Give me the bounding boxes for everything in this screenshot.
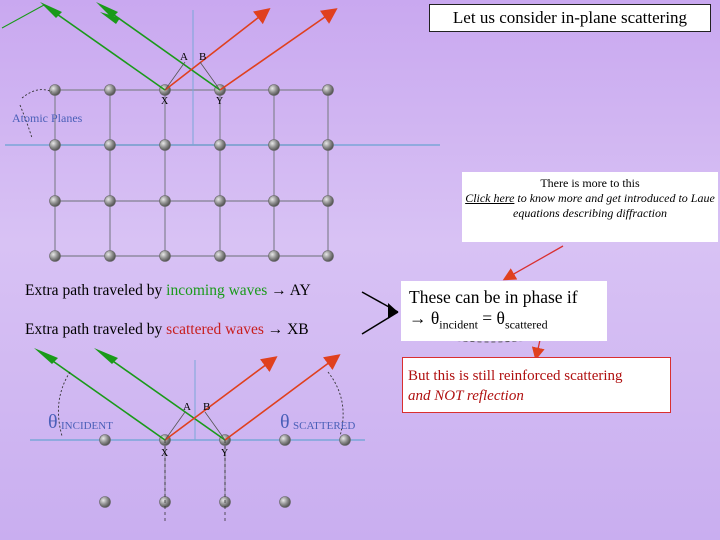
phase-sub-scattered: scattered [504,317,548,332]
incoming-arrowheads-bottom [34,348,118,364]
theta-incident-label: INCIDENT [61,420,113,432]
label-a-top: A [180,51,188,63]
label-b-top: B [199,51,206,63]
path1-prefix: Extra path traveled by [25,282,167,299]
label-x-top: X [161,96,169,107]
info-box: There is more to this Click here to know… [462,172,718,242]
atoms-bottom [99,434,351,508]
atomic-planes-arrow [21,89,53,99]
phase-line1: These can be in phase if [409,287,578,307]
info-line1: There is more to this [540,176,640,190]
angle-arc-scattered [327,371,344,437]
incoming-rays-bottom [39,351,226,441]
theta-incident-symbol: θ [48,411,58,433]
incoming-arrowheads-top [40,2,120,24]
label-a-bottom: A [183,401,191,413]
ellipse-to-note-arrow [531,339,545,361]
label-x-bottom: X [161,448,169,459]
note-line1: But this is still reinforced scattering [408,368,623,384]
phase-condition-box: These can be in phase if → θincident = θ… [401,281,607,341]
path1-suffix: → AY [267,282,311,299]
label-b-bottom: B [203,401,210,413]
label-y-top: Y [216,96,223,107]
reflection-note-box: But this is still reinforced scattering … [402,357,671,413]
label-y-bottom: Y [221,448,228,459]
path-line-scattered: Extra path traveled by scattered waves →… [25,321,309,339]
click-here-link[interactable]: Click here [465,191,515,205]
slide-title: Let us consider in-plane scattering [429,4,711,32]
phase-equals: = [477,308,497,328]
info-to-phase-arrow [502,245,564,281]
info-body: Click here to know more and get introduc… [462,191,718,221]
theta-scattered-label: SCATTERED [293,420,355,432]
phase-theta-1: θ [430,308,440,328]
path2-colored: scattered waves [166,321,264,338]
phase-theta-2: θ [496,308,505,328]
phase-line2: → θincident = θscattered [409,308,607,336]
atomic-planes-label: Atomic Planes [12,111,83,125]
scattered-rays-bottom [164,354,341,441]
incoming-rays-top [1,4,221,91]
phase-arrow: → [409,308,431,328]
atoms-top [49,84,334,262]
phase-sub-incident: incident [439,317,478,332]
theta-scattered-symbol: θ [280,411,290,433]
lattice-grid-top [54,89,329,257]
scattered-rays-top [164,8,338,91]
path2-suffix: → XB [263,321,309,338]
path1-colored: incoming waves [166,282,268,299]
path2-prefix: Extra path traveled by [25,321,167,338]
info-rest: to know more and get introduced to Laue … [513,191,715,220]
angle-arc-incident [57,371,71,437]
lattice-grid-bottom [164,440,226,505]
path-line-incoming: Extra path traveled by incoming waves → … [25,282,311,300]
note-line2: and NOT reflection [408,388,524,404]
